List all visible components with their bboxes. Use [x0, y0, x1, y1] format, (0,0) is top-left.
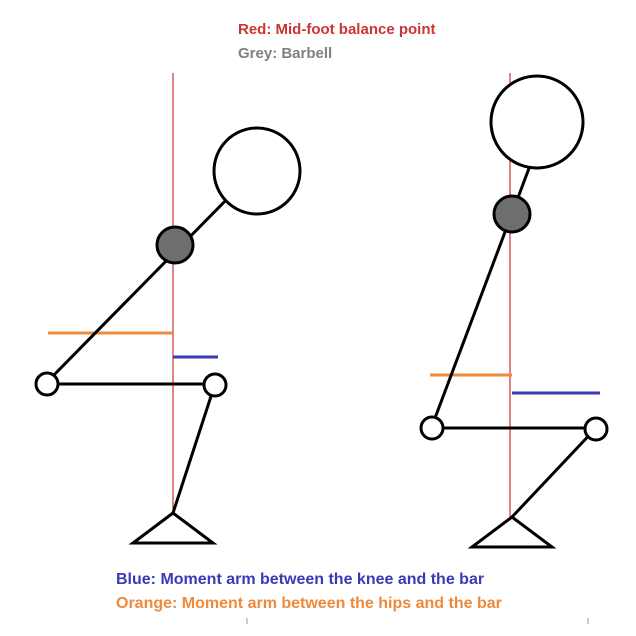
legend-red: Red: Mid-foot balance point	[238, 21, 436, 38]
torso-left	[45, 190, 236, 384]
head-left	[212, 126, 302, 216]
foot-right	[467, 515, 557, 549]
legend-grey: Grey: Barbell	[238, 45, 333, 62]
legend-orange: Orange: Moment arm between the hips and …	[116, 595, 502, 612]
shin-right	[510, 426, 598, 519]
head-right	[489, 74, 585, 170]
barbell-left	[155, 225, 195, 265]
shin-left	[171, 383, 217, 514]
knee-joint-right	[583, 416, 609, 442]
figure-left	[34, 73, 302, 545]
knee-joint-left	[202, 372, 228, 398]
hip-joint-left	[34, 371, 60, 397]
hip-joint-right	[419, 415, 445, 441]
foot-left	[128, 511, 218, 545]
legend-blue: Blue: Moment arm between the knee and th…	[116, 571, 485, 588]
barbell-right	[492, 194, 532, 234]
figure-right	[419, 73, 609, 549]
